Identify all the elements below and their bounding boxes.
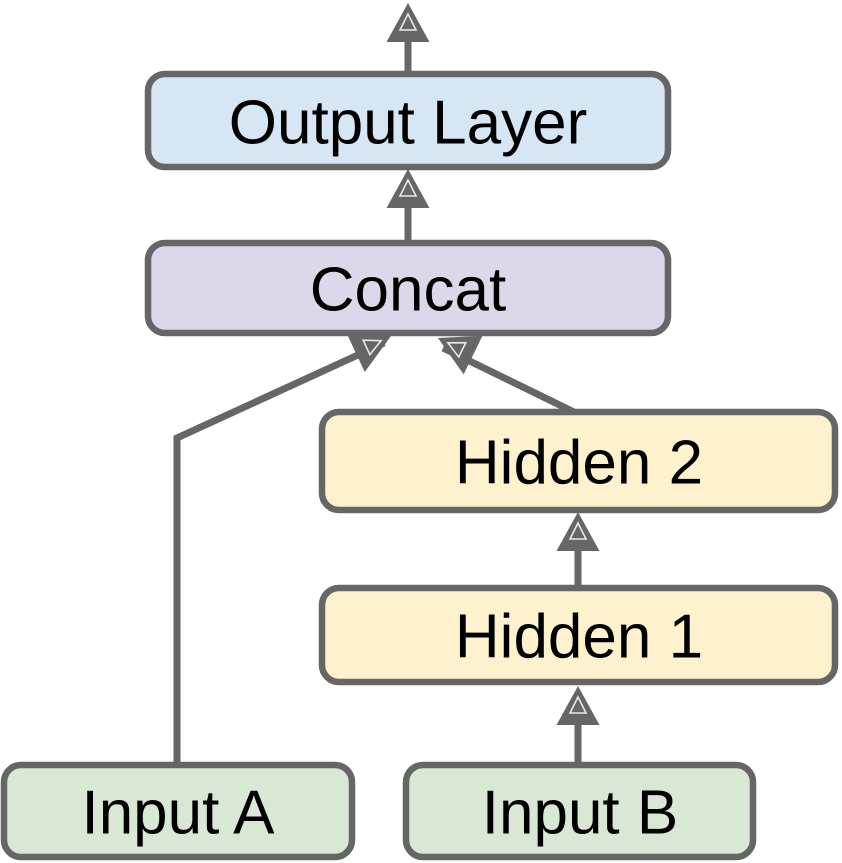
node-output-layer: Output Layer: [144, 70, 672, 171]
node-output-layer-label: Output Layer: [229, 89, 587, 158]
node-concat: Concat: [144, 239, 672, 337]
node-hidden1-label: Hidden 1: [455, 603, 703, 672]
node-hidden2: Hidden 2: [318, 408, 839, 514]
arrowhead-into-output-icon: [385, 168, 431, 209]
node-input-b: Input B: [402, 761, 757, 861]
node-concat-box: [144, 239, 672, 337]
node-input-b-box: [402, 761, 757, 861]
node-input-a-box: [0, 761, 356, 861]
edge-inputA-to-concat: [173, 339, 386, 767]
node-input-a: Input A: [0, 761, 356, 861]
arrowhead-top-icon: [385, 2, 431, 43]
node-hidden1-box: [318, 584, 839, 686]
node-input-a-label: Input A: [81, 779, 275, 848]
node-output-layer-box: [144, 70, 672, 171]
node-concat-label: Concat: [310, 256, 506, 325]
node-hidden2-label: Hidden 2: [455, 429, 703, 498]
arrowhead-into-hidden2-icon: [555, 511, 601, 552]
node-hidden2-box: [318, 408, 839, 514]
node-input-b-label: Input B: [482, 779, 678, 848]
arrowhead-into-hidden1-icon: [555, 685, 601, 726]
node-hidden1: Hidden 1: [318, 584, 839, 686]
